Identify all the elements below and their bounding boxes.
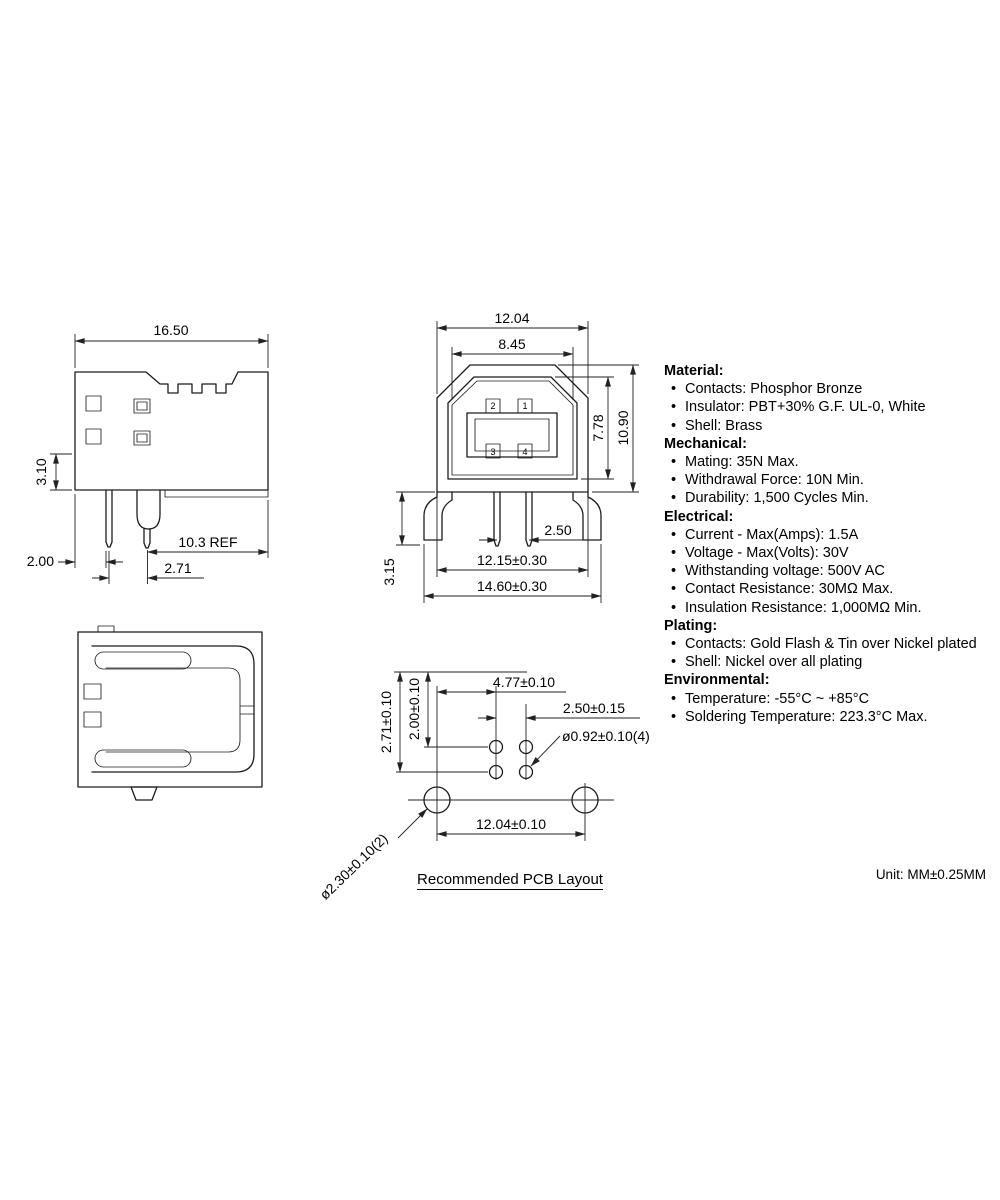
bullet-icon: • bbox=[671, 636, 677, 653]
side-view-outline bbox=[74, 371, 269, 491]
pcb-layout-caption: Recommended PCB Layout bbox=[417, 871, 603, 890]
front-view: 2 1 3 4 12.04 8.45 7.78 bbox=[381, 310, 639, 603]
dim-pcb-pin-pitch: 2.50±0.15 bbox=[563, 700, 625, 716]
front-view-right-flange bbox=[572, 491, 602, 541]
spec-item: •Insulation Resistance: 1,000MΩ Min. bbox=[671, 599, 922, 616]
bullet-icon: • bbox=[671, 708, 677, 725]
bullet-icon: • bbox=[671, 454, 677, 471]
top-view-tab bbox=[130, 786, 158, 801]
spec-item: •Withdrawal Force: 10N Min. bbox=[671, 472, 864, 489]
bullet-icon: • bbox=[671, 545, 677, 562]
bullet-icon: • bbox=[671, 381, 677, 398]
unit-note: Unit: MM±0.25MM bbox=[875, 867, 986, 882]
spec-item: •Withstanding voltage: 500V AC bbox=[671, 563, 885, 580]
bullet-icon: • bbox=[671, 581, 677, 598]
spec-section-title: Electrical: bbox=[664, 508, 734, 525]
mount-hole bbox=[571, 786, 599, 814]
spec-section-title: Plating: bbox=[664, 617, 718, 634]
side-view-board-lock bbox=[136, 489, 161, 530]
bullet-icon: • bbox=[671, 526, 677, 543]
spec-item: •Current - Max(Amps): 1.5A bbox=[671, 526, 859, 543]
bullet-icon: • bbox=[671, 690, 677, 707]
dim-pcb-mount-hole: ø2.30±0.10(2) bbox=[316, 830, 390, 903]
front-view-shell bbox=[436, 364, 589, 493]
bullet-icon: • bbox=[671, 490, 677, 507]
dim-pcb-pin-hole: ø0.92±0.10(4) bbox=[562, 728, 650, 744]
spec-item: •Voltage - Max(Volts): 30V bbox=[671, 545, 849, 562]
dim-front-outer-width: 12.04 bbox=[494, 310, 529, 326]
pin-label-2: 2 bbox=[490, 401, 495, 411]
pin-hole bbox=[488, 739, 504, 755]
dim-front-pin-pitch: 2.50 bbox=[544, 522, 571, 538]
dim-side-pin-left: 2.00 bbox=[27, 553, 54, 569]
pin-label-4: 4 bbox=[522, 447, 527, 457]
top-view-outline bbox=[77, 631, 263, 788]
bullet-icon: • bbox=[671, 399, 677, 416]
spec-section-title: Mechanical: bbox=[664, 435, 747, 452]
side-view-pin-leg bbox=[105, 489, 113, 548]
dim-front-inner-height: 7.78 bbox=[590, 414, 606, 441]
dim-pcb-row-far: 2.71±0.10 bbox=[378, 691, 394, 753]
bullet-icon: • bbox=[671, 599, 677, 616]
pin-hole bbox=[518, 739, 534, 755]
spec-item: •Insulator: PBT+30% G.F. UL-0, White bbox=[671, 399, 926, 416]
spec-item: •Contact Resistance: 30MΩ Max. bbox=[671, 581, 894, 598]
spec-item: •Shell: Nickel over all plating bbox=[671, 654, 863, 671]
dim-front-overall-width: 14.60±0.30 bbox=[477, 578, 547, 594]
spec-item: •Soldering Temperature: 223.3°C Max. bbox=[671, 708, 928, 725]
spec-section-title: Material: bbox=[664, 363, 724, 379]
spec-item: •Mating: 35N Max. bbox=[671, 454, 799, 471]
dim-front-leg-span: 12.15±0.30 bbox=[477, 552, 547, 568]
pin-label-1: 1 bbox=[522, 401, 527, 411]
pcb-layout: 2.71±0.10 2.00±0.10 4.77±0.10 2.50±0.15 bbox=[316, 671, 650, 903]
bullet-icon: • bbox=[671, 654, 677, 671]
bullet-icon: • bbox=[671, 417, 677, 434]
dim-front-leg-length: 3.15 bbox=[381, 558, 397, 585]
bullet-icon: • bbox=[671, 472, 677, 489]
dim-side-height: 3.10 bbox=[33, 458, 49, 485]
dim-side-width: 16.50 bbox=[153, 322, 188, 338]
pin-hole bbox=[488, 764, 504, 780]
dim-side-pin-pitch: 2.71 bbox=[164, 560, 191, 576]
spec-item: •Contacts: Gold Flash & Tin over Nickel … bbox=[671, 636, 977, 653]
pin-label-3: 3 bbox=[490, 447, 495, 457]
spec-item: •Shell: Brass bbox=[671, 417, 763, 434]
dim-pcb-mount-span: 12.04±0.10 bbox=[476, 816, 546, 832]
dim-front-inner-width: 8.45 bbox=[498, 336, 525, 352]
spec-section-title: Environmental: bbox=[664, 672, 770, 689]
pin-hole bbox=[518, 764, 534, 780]
bullet-icon: • bbox=[671, 563, 677, 580]
spec-item: •Temperature: -55°C ~ +85°C bbox=[671, 690, 870, 707]
mount-hole bbox=[423, 786, 451, 814]
top-view bbox=[77, 625, 263, 801]
dim-pcb-col-offset: 4.77±0.10 bbox=[493, 674, 555, 690]
front-view-left-flange bbox=[423, 491, 453, 541]
spec-item: •Durability: 1,500 Cycles Min. bbox=[671, 490, 869, 507]
specifications-panel: Material: •Contacts: Phosphor Bronze •In… bbox=[664, 362, 996, 726]
side-view: 16.50 3.10 2.00 10.3 REF 2.71 bbox=[27, 322, 269, 584]
spec-item: •Contacts: Phosphor Bronze bbox=[671, 381, 863, 398]
dim-side-ref: 10.3 REF bbox=[178, 534, 237, 550]
dim-front-outer-height: 10.90 bbox=[615, 410, 631, 445]
dim-pcb-row-near: 2.00±0.10 bbox=[406, 678, 422, 740]
